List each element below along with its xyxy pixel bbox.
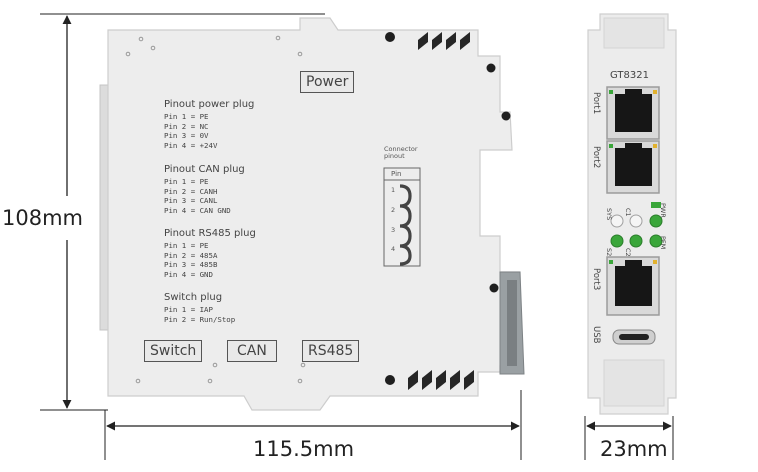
rs485-label: RS485 — [302, 340, 360, 362]
side-width-dimension — [584, 416, 674, 460]
switch-plug-lines: Pin 1 = IAP Pin 2 = Run/Stop — [164, 305, 235, 324]
top-vents — [418, 32, 470, 50]
connector-title-line: pinout — [384, 152, 405, 160]
port2-graphic — [606, 140, 660, 194]
connector-pin-1: 1 — [391, 186, 396, 194]
pin-line: Pin 2 = Run/Stop — [164, 314, 236, 324]
port3-graphic — [606, 256, 660, 316]
pin-line: Pin 2 = CANH — [164, 186, 218, 196]
usb-port-graphic — [612, 329, 656, 345]
height-dimension — [40, 13, 325, 411]
pin-line: Pin 3 = 485B — [164, 260, 218, 269]
pin-line: Pin 3 = CANL — [164, 196, 218, 205]
switch-label: Switch — [144, 340, 203, 362]
connector-pin-2: 2 — [391, 206, 396, 214]
side-width-label: 23mm — [600, 437, 668, 461]
connector-pin-3: 3 — [391, 226, 396, 234]
pinout-can-title: Pinout CAN plug — [164, 164, 245, 175]
screw-holes — [385, 32, 511, 385]
status-leds — [610, 202, 663, 248]
pinout-rs485-lines: Pin 1 = PE Pin 2 = 485A Pin 3 = 485B Pin… — [164, 241, 217, 279]
pin-line: Pin 4 = +24V — [164, 140, 218, 150]
pin-line: Pin 1 = IAP — [164, 305, 213, 314]
front-housing — [99, 17, 525, 411]
pin-line: Pin 3 = 0V — [164, 131, 209, 140]
height-dimension-label: 108mm — [2, 206, 83, 230]
power-label: Power — [300, 71, 355, 93]
pin-line: Pin 2 = NC — [164, 121, 209, 131]
pin-line: Pin 1 = PE — [164, 241, 209, 250]
pin-line: Pin 1 = PE — [164, 112, 209, 121]
front-width-dimension — [104, 390, 522, 460]
connector-title-line: Connector — [384, 145, 418, 153]
pin-line: Pin 4 = CAN GND — [164, 205, 231, 215]
pin-line: Pin 1 = PE — [164, 177, 209, 186]
led-label-pwr: PWR — [659, 203, 667, 218]
pinout-can-lines: Pin 1 = PE Pin 2 = CANH Pin 3 = CANL Pin… — [164, 177, 231, 215]
connector-pinout-graphic — [383, 167, 421, 267]
port1-graphic — [606, 86, 660, 140]
front-width-label: 115.5mm — [253, 437, 354, 461]
led-label-c2: C2 — [624, 248, 632, 257]
led-label-c1: C1 — [624, 208, 632, 217]
surface-dots — [125, 35, 306, 384]
model-label: GT8321 — [610, 70, 649, 81]
pinout-rs485-title: Pinout RS485 plug — [164, 228, 256, 239]
port3-label: Port3 — [591, 268, 601, 291]
pin-line: Pin 2 = 485A — [164, 250, 218, 260]
led-label-sys: SYS — [605, 208, 613, 221]
can-label: CAN — [227, 340, 277, 362]
switch-plug-title: Switch plug — [164, 292, 223, 303]
bottom-vents — [408, 370, 474, 390]
port1-label: Port1 — [591, 92, 601, 115]
connector-pinout-title: Connector pinout — [384, 146, 418, 160]
pinout-power-lines: Pin 1 = PE Pin 2 = NC Pin 3 = 0V Pin 4 =… — [164, 112, 217, 150]
connector-pin-header: Pin — [391, 170, 402, 178]
led-label-s2: S2 — [605, 248, 613, 257]
usb-label: USB — [591, 326, 601, 344]
connector-pin-4: 4 — [391, 245, 396, 253]
pin-line: Pin 4 = GND — [164, 269, 213, 279]
pinout-power-title: Pinout power plug — [164, 99, 255, 110]
port2-label: Port2 — [591, 146, 601, 169]
led-label-pfm: PFM — [659, 236, 667, 250]
